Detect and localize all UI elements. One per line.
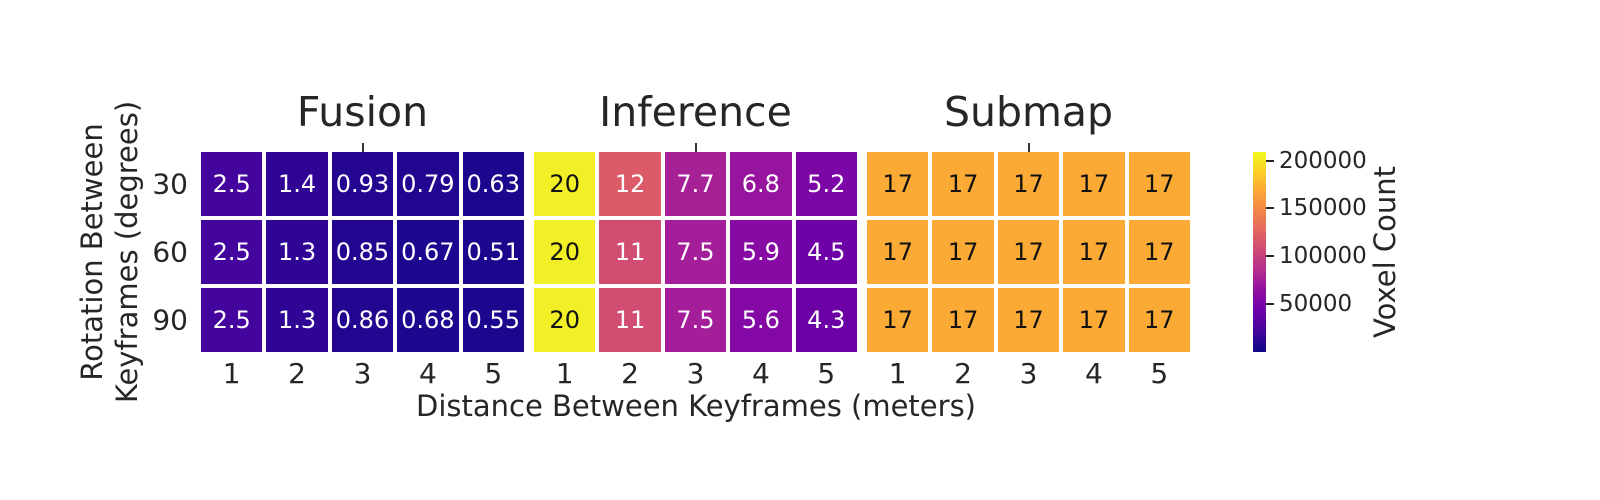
heatmap-cell: 1.3 bbox=[266, 220, 328, 284]
y-tick-label: 60 bbox=[152, 235, 188, 269]
colorbar-tick-label: 200000 bbox=[1279, 147, 1367, 174]
colorbar-label: Voxel Count bbox=[1368, 166, 1402, 338]
x-tick-label: 5 bbox=[1150, 357, 1169, 390]
colorbar-tick-label: 100000 bbox=[1279, 243, 1367, 270]
y-tick-label: 90 bbox=[152, 303, 188, 337]
heatmap-cell: 17 bbox=[867, 288, 929, 352]
x-tick-label: 1 bbox=[888, 357, 907, 390]
heatmap-cell: 4.5 bbox=[795, 220, 857, 284]
x-tick-label: 4 bbox=[1084, 357, 1103, 390]
colorbar-tick-mark bbox=[1266, 159, 1274, 162]
heatmap-cell: 7.7 bbox=[664, 152, 727, 216]
x-tick-label: 2 bbox=[621, 357, 640, 390]
y-axis-label-line1: Rotation Between bbox=[75, 123, 109, 381]
heatmap-cell: 2.5 bbox=[201, 220, 263, 284]
heatmap-cell: 1.4 bbox=[266, 152, 328, 216]
x-tick-label: 1 bbox=[555, 357, 574, 390]
colorbar-tick-label: 150000 bbox=[1279, 195, 1367, 222]
heatmap-cell: 5.6 bbox=[730, 288, 792, 352]
heatmap-cell: 17 bbox=[1128, 220, 1190, 284]
heatmap-cell: 2.5 bbox=[201, 152, 263, 216]
x-axis-label: Distance Between Keyframes (meters) bbox=[416, 389, 976, 423]
heatmap-cell: 0.85 bbox=[331, 220, 394, 284]
top-tick-mark bbox=[694, 143, 697, 152]
heatmap-cell: 0.63 bbox=[462, 152, 524, 216]
colorbar-tick-label: 50000 bbox=[1279, 291, 1353, 318]
x-tick-label: 3 bbox=[686, 357, 705, 390]
heatmap-cell: 0.93 bbox=[331, 152, 394, 216]
heatmap-cell: 17 bbox=[1063, 220, 1125, 284]
heatmap-cell: 17 bbox=[932, 288, 994, 352]
heatmap-cell: 17 bbox=[932, 152, 994, 216]
heatmap-cell: 17 bbox=[1063, 152, 1125, 216]
heatmap-cell: 6.8 bbox=[730, 152, 792, 216]
panel-title: Submap bbox=[943, 88, 1114, 136]
x-tick-label: 5 bbox=[817, 357, 836, 390]
heatmap-cell: 17 bbox=[1128, 288, 1190, 352]
x-tick-label: 5 bbox=[484, 357, 503, 390]
heatmap-cell: 0.51 bbox=[462, 220, 524, 284]
heatmap-cell: 17 bbox=[1128, 152, 1190, 216]
colorbar-gradient bbox=[1253, 152, 1266, 352]
heatmap-cell: 0.68 bbox=[397, 288, 459, 352]
heatmap-cell: 17 bbox=[997, 288, 1060, 352]
heatmap-cell: 7.5 bbox=[664, 220, 727, 284]
x-tick-label: 3 bbox=[353, 357, 372, 390]
y-tick-label: 30 bbox=[152, 167, 188, 201]
heatmap-cell: 0.79 bbox=[397, 152, 459, 216]
colorbar-tick-mark bbox=[1266, 303, 1274, 306]
x-tick-label: 4 bbox=[751, 357, 770, 390]
heatmap-cell: 2.5 bbox=[201, 288, 263, 352]
x-tick-label: 1 bbox=[222, 357, 241, 390]
heatmap-cell: 17 bbox=[867, 152, 929, 216]
x-tick-label: 2 bbox=[954, 357, 973, 390]
heatmap-cell: 5.9 bbox=[730, 220, 792, 284]
heatmap-cell: 17 bbox=[997, 220, 1060, 284]
top-tick-mark bbox=[361, 143, 364, 152]
panel-title: Fusion bbox=[296, 88, 429, 136]
top-tick-mark bbox=[1027, 143, 1030, 152]
heatmap-cell: 20 bbox=[534, 288, 596, 352]
heatmap-cell: 17 bbox=[867, 220, 929, 284]
heatmap-cell: 11 bbox=[599, 288, 661, 352]
heatmap-cell: 0.86 bbox=[331, 288, 394, 352]
x-tick-label: 4 bbox=[418, 357, 437, 390]
heatmap-cell: 11 bbox=[599, 220, 661, 284]
colorbar-tick-mark bbox=[1266, 207, 1274, 210]
heatmap-cell: 12 bbox=[599, 152, 661, 216]
heatmap-cell: 20 bbox=[534, 220, 596, 284]
heatmap-cell: 4.3 bbox=[795, 288, 857, 352]
heatmap-cell: 0.67 bbox=[397, 220, 459, 284]
heatmap-cell: 5.2 bbox=[795, 152, 857, 216]
heatmap-cell: 17 bbox=[1063, 288, 1125, 352]
colorbar-tick-mark bbox=[1266, 255, 1274, 258]
heatmap-cell: 1.3 bbox=[266, 288, 328, 352]
heatmap-cell: 17 bbox=[932, 220, 994, 284]
heatmap-cell: 20 bbox=[534, 152, 596, 216]
x-tick-label: 2 bbox=[288, 357, 307, 390]
heatmap-cell: 17 bbox=[997, 152, 1060, 216]
panel-title: Inference bbox=[599, 88, 792, 136]
heatmap-cell: 7.5 bbox=[664, 288, 727, 352]
x-tick-label: 3 bbox=[1019, 357, 1038, 390]
heatmap-cell: 0.55 bbox=[462, 288, 524, 352]
